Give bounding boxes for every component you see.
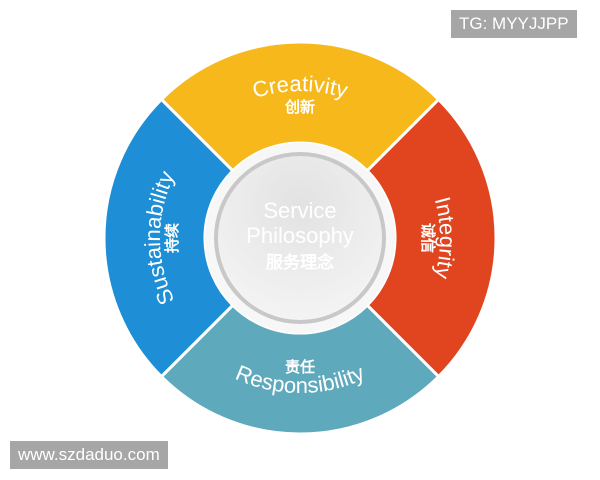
center-circle — [214, 152, 386, 324]
watermark-bottom: www.szdaduo.com — [10, 441, 168, 469]
chinese-creativity: 创新 — [284, 98, 315, 116]
center-chinese: 服务理念 — [266, 252, 334, 273]
center-title-line1: Service — [263, 198, 336, 223]
watermark-top: TG: MYYJJPP — [451, 10, 577, 38]
chinese-sustainability: 持续 — [163, 223, 181, 253]
chinese-integrity: 诚信 — [419, 223, 437, 253]
chinese-responsibility: 责任 — [285, 358, 315, 376]
center-title-line2: Philosophy — [246, 223, 354, 248]
